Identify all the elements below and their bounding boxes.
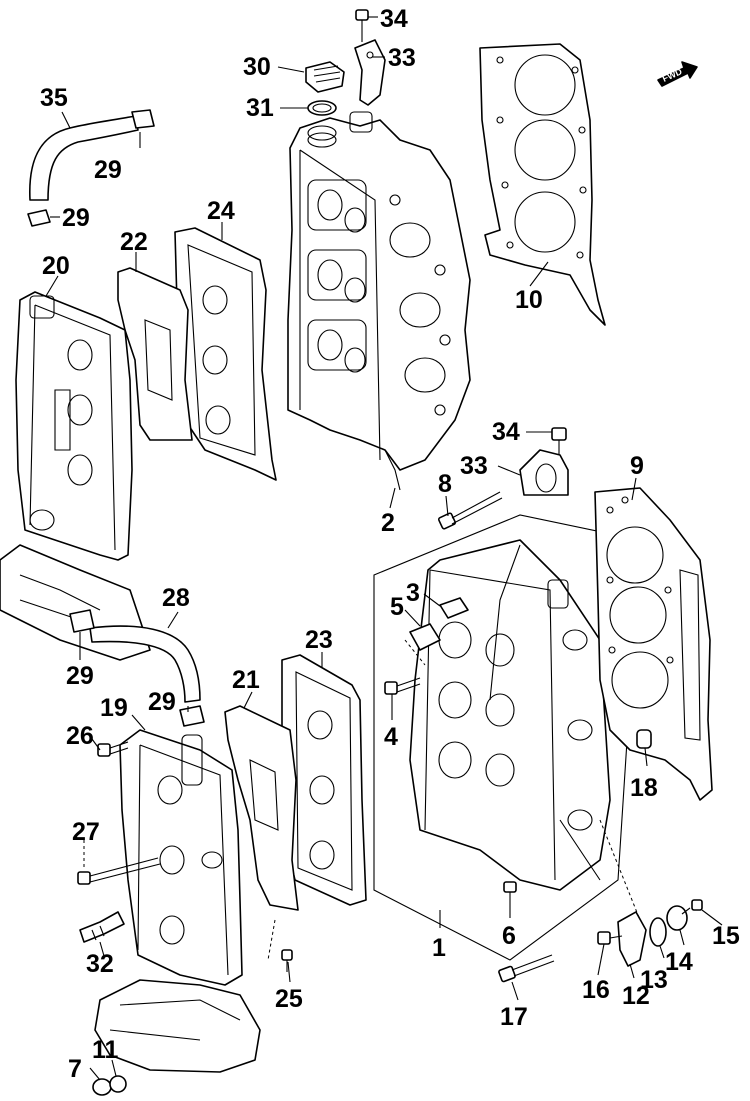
callout-17: 17 <box>500 1003 528 1031</box>
callout-24: 24 <box>207 197 235 225</box>
leader-lines <box>45 16 723 1081</box>
bolt-cover-side <box>97 741 129 757</box>
callout-labels: 34 33 30 31 35 29 29 24 22 20 10 34 33 9… <box>40 5 740 1083</box>
callout-18: 18 <box>630 774 658 802</box>
callout-33: 33 <box>460 452 488 480</box>
callout-16: 16 <box>582 976 610 1004</box>
callout-34: 34 <box>380 5 408 33</box>
callout-14: 14 <box>665 948 693 976</box>
callout-2: 2 <box>381 509 395 537</box>
head-gasket-lower <box>594 487 713 801</box>
callout-20: 20 <box>42 252 70 280</box>
hose-clamp <box>69 609 95 633</box>
callout-30: 30 <box>243 53 271 81</box>
valve-cover-upper <box>15 291 133 561</box>
sensor <box>79 911 125 943</box>
dowel-pin-lower <box>636 729 652 749</box>
bolt-small-lower <box>281 949 293 972</box>
bolt-long-lower <box>77 857 161 885</box>
hose-clamp <box>179 705 205 727</box>
plate-lower <box>224 705 299 911</box>
callout-12: 12 <box>622 982 650 1010</box>
callout-15: 15 <box>712 922 740 950</box>
callout-29: 29 <box>148 688 176 716</box>
plug <box>92 1078 112 1096</box>
gasket-ring <box>649 917 667 947</box>
bolt-long <box>437 491 503 530</box>
callout-35: 35 <box>40 84 68 112</box>
hose-clamp <box>131 109 155 129</box>
head-group-outline <box>373 514 641 961</box>
callout-3: 3 <box>406 579 420 607</box>
bolt-bottom <box>498 954 555 983</box>
callout-4: 4 <box>384 723 398 751</box>
callout-10: 10 <box>515 286 543 314</box>
callout-19: 19 <box>100 694 128 722</box>
cylinder-head-lower <box>409 539 611 891</box>
callout-22: 22 <box>120 228 148 256</box>
callout-6: 6 <box>502 922 516 950</box>
callout-8: 8 <box>438 470 452 498</box>
callout-23: 23 <box>305 626 333 654</box>
callout-26: 26 <box>66 722 94 750</box>
hose-lower <box>89 625 201 703</box>
thermostat <box>666 905 688 931</box>
callout-29: 29 <box>94 156 122 184</box>
bolt-side <box>384 677 421 695</box>
callout-1: 1 <box>432 934 446 962</box>
callout-32: 32 <box>86 950 114 978</box>
callout-28: 28 <box>162 584 190 612</box>
cap <box>409 623 441 651</box>
callout-11: 11 <box>92 1036 119 1064</box>
callout-31: 31 <box>246 94 274 122</box>
bracket-lower <box>519 449 569 496</box>
callout-25: 25 <box>275 985 303 1013</box>
valve-cover-lower <box>119 729 243 986</box>
bolt-thermostat <box>681 899 703 915</box>
oil-filler-cap <box>305 61 345 93</box>
callout-33: 33 <box>388 44 416 72</box>
manifold-cover-lower <box>94 979 261 1073</box>
callout-9: 9 <box>630 452 644 480</box>
washer <box>109 1075 127 1093</box>
callout-21: 21 <box>232 666 260 694</box>
bolt-upper <box>355 9 369 42</box>
bolt-small <box>503 881 517 904</box>
cylinder-head-upper <box>287 111 471 491</box>
bracket-upper <box>354 39 386 106</box>
fwd-arrow-icon: FWD <box>657 61 698 87</box>
hose-clamp <box>27 209 51 227</box>
callout-5: 5 <box>390 593 404 621</box>
callout-29: 29 <box>66 662 94 690</box>
head-gasket-upper <box>479 43 606 326</box>
thermostat-cover <box>617 911 647 967</box>
bolt-lower <box>551 427 567 455</box>
plate-upper <box>117 267 193 441</box>
callout-29: 29 <box>62 204 90 232</box>
callout-34: 34 <box>492 418 520 446</box>
callout-27: 27 <box>72 818 100 846</box>
callout-7: 7 <box>68 1055 82 1083</box>
o-ring <box>307 100 337 116</box>
dowel-pin <box>439 597 469 619</box>
callout-13: 13 <box>640 966 668 994</box>
